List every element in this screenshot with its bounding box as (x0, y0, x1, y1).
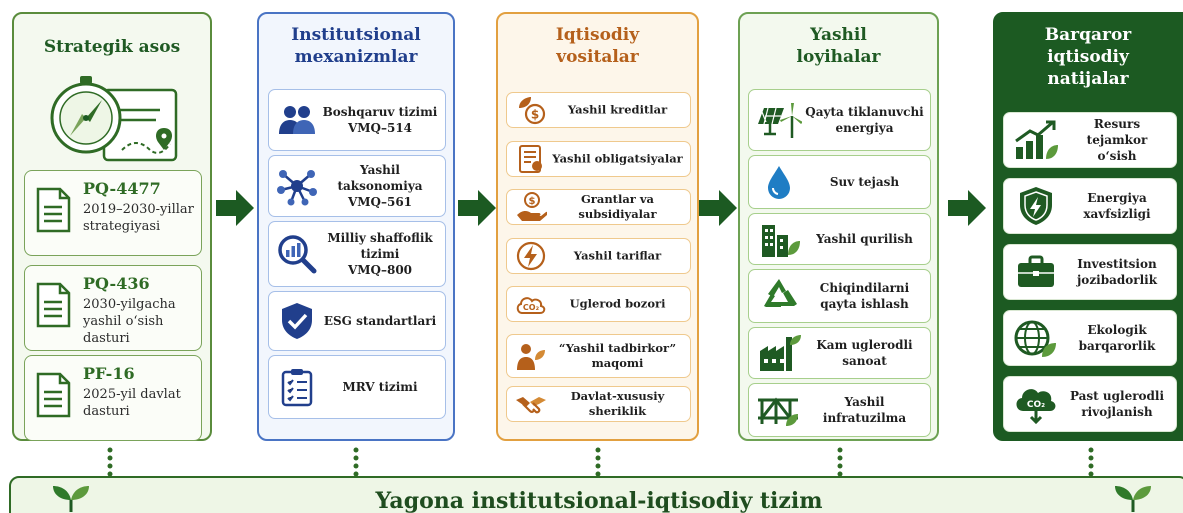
card-energy-security: Energiya xavfsizligi (1003, 178, 1177, 234)
card-esg-standards: ESG standartlari (268, 291, 446, 351)
doc-code: PF-16 (83, 364, 135, 383)
solar-wind-icon (758, 103, 802, 138)
card-green-infrastructure: Yashil infratuzilma (748, 383, 931, 437)
dotted-connector (837, 447, 843, 477)
sprout-icon (1115, 486, 1151, 512)
card-low-carbon-development: CO₂ Past uglerodli rivojlanish (1003, 376, 1177, 432)
unified-system-banner: Yagona institutsional-iqtisodiy tizim (9, 476, 1183, 513)
document-icon (36, 372, 71, 418)
dotted-connector (107, 447, 113, 477)
document-icon (36, 282, 71, 328)
doc-description: 2030-yilgacha yashil o‘sish dasturi (83, 297, 176, 346)
institutional-mechanisms-column: Institutsional mexanizmlar Boshqaruv tiz… (257, 12, 455, 441)
water-drop-icon (768, 166, 790, 199)
card-waste-recycling: Chiqindilarni qayta ishlash (748, 269, 931, 323)
sustainable-results-title: Barqaror iqtisodiy natijalar (1044, 25, 1132, 89)
green-building-icon (762, 225, 800, 257)
handshake-icon (516, 397, 546, 414)
card-ecological-sustainability: Ekologik barqarorlik (1003, 310, 1177, 366)
bridge-icon (758, 397, 798, 426)
magnifier-chart-icon (278, 235, 317, 274)
doc-code: PQ-436 (83, 274, 150, 293)
clipboard-checklist-icon (281, 369, 313, 407)
card-carbon-market: CO₂ Uglerod bozori (506, 286, 691, 322)
compass-map-icon (50, 76, 178, 162)
flow-arrow-icon (216, 190, 254, 226)
briefcase-icon (1018, 255, 1054, 287)
card-green-building: Yashil qurilish (748, 213, 931, 265)
co2-cloud-icon: CO₂ (516, 297, 546, 314)
dotted-connector (1088, 447, 1094, 477)
card-transparency-system: Milliy shaffoflik tizimi VMQ–800 (268, 221, 446, 287)
green-projects-column: Yashil loyihalar Qayta tiklanuvchi energ… (738, 12, 939, 441)
strategic-basis-title: Strategik asos (43, 37, 181, 57)
strategic-basis-column: Strategik asos PQ-4477 2019–2030-yillar … (12, 12, 212, 441)
doc-card-pq-436: PQ-436 2030-yilgacha yashil o‘sish dastu… (24, 265, 202, 351)
card-low-carbon-industry: Kam uglerodli sanoat (748, 327, 931, 379)
doc-code: PQ-4477 (83, 179, 161, 198)
growth-chart-icon (1015, 120, 1058, 159)
card-green-tariffs: Yashil tariflar (506, 238, 691, 274)
card-grants-subsidies: $ Grantlar va subsidiyalar (506, 189, 691, 225)
green-projects-title: Yashil loyihalar (796, 25, 881, 67)
svg-text:CO₂: CO₂ (523, 303, 540, 312)
sprout-icon (53, 486, 89, 512)
recycle-icon (764, 279, 797, 307)
bond-document-icon (519, 145, 542, 173)
doc-card-pq-4477: PQ-4477 2019–2030-yillar strategiyasi (24, 170, 202, 256)
hand-coin-icon: $ (517, 192, 547, 221)
doc-description: 2025-yil davlat dasturi (83, 387, 181, 419)
energy-shield-icon (1020, 187, 1052, 225)
card-green-taxonomy: Yashil taksonomiya VMQ–561 (268, 155, 446, 217)
leaf-coin-icon: $ (519, 97, 546, 125)
sustainable-results-column: Barqaror iqtisodiy natijalar Resurs teja… (993, 12, 1183, 441)
svg-text:$: $ (529, 196, 536, 207)
institutional-mechanisms-title: Institutsional mexanizmlar (291, 25, 421, 67)
card-mrv-system: MRV tizimi (268, 355, 446, 419)
card-water-saving: Suv tejash (748, 155, 931, 209)
lightning-icon (516, 241, 546, 271)
svg-text:$: $ (531, 108, 539, 122)
card-green-credits: $ Yashil kreditlar (506, 92, 691, 128)
co2-down-icon: CO₂ (1016, 389, 1056, 425)
globe-leaf-icon (1014, 320, 1056, 357)
people-icon (279, 106, 315, 134)
unified-system-title: Yagona institutsional-iqtisodiy tizim (375, 488, 823, 513)
card-renewable-energy: Qayta tiklanuvchi energiya (748, 89, 931, 151)
shield-check-icon (282, 303, 312, 339)
card-governance: Boshqaruv tizimi VMQ–514 (268, 89, 446, 151)
flow-arrow-icon (458, 190, 496, 226)
card-green-bonds: Yashil obligatsiyalar (506, 141, 691, 177)
card-public-private-partnership: Davlat-xususiy sheriklik (506, 386, 691, 422)
economic-instruments-column: Iqtisodiy vositalar $ Yashil kreditlar Y… (496, 12, 699, 441)
entrepreneur-icon (517, 344, 545, 370)
doc-card-pf-16: PF-16 2025-yil davlat dasturi (24, 355, 202, 441)
flow-arrow-icon (948, 190, 986, 226)
flow-arrow-icon (699, 190, 737, 226)
dotted-connector (353, 447, 359, 477)
card-resource-efficient-growth: Resurs tejamkor o‘sish (1003, 112, 1177, 168)
factory-icon (760, 335, 801, 371)
economic-instruments-title: Iqtisodiy vositalar (555, 25, 640, 67)
card-green-entrepreneur: “Yashil tadbirkor” maqomi (506, 334, 691, 378)
network-icon (277, 170, 317, 206)
dotted-connector (595, 447, 601, 477)
document-icon (36, 187, 71, 233)
svg-text:CO₂: CO₂ (1027, 400, 1045, 410)
card-investment-attractiveness: Investitsion jozibadorlik (1003, 244, 1177, 300)
doc-description: 2019–2030-yillar strategiyasi (83, 202, 194, 234)
